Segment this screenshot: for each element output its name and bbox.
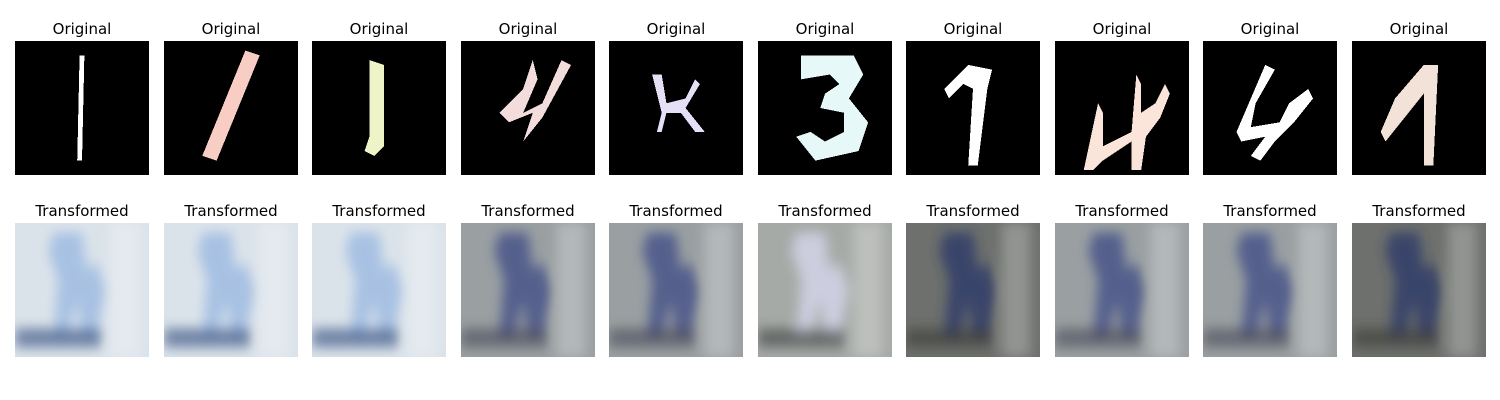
original-image-3 (312, 41, 446, 175)
transformed-image-2 (164, 223, 298, 357)
transformed-title-10: Transformed (1372, 202, 1466, 220)
digit-4-stroke (652, 74, 705, 132)
transformed-title-5: Transformed (629, 202, 723, 220)
transformed-image-4 (461, 223, 595, 357)
transformed-image-8 (1055, 223, 1189, 357)
original-title-1: Original (52, 20, 112, 38)
transformed-image-7 (906, 223, 1040, 357)
original-image-1 (15, 41, 149, 175)
original-title-2: Original (201, 20, 261, 38)
digit-4-stroke (499, 60, 572, 142)
transformed-image-5 (609, 223, 743, 357)
original-title-8: Original (1092, 20, 1152, 38)
digit-1-stroke (1380, 64, 1439, 166)
transformed-title-8: Transformed (1075, 202, 1169, 220)
digit-4-stroke (1083, 74, 1170, 171)
original-image-4 (461, 41, 595, 175)
digit-1-stroke (202, 50, 260, 161)
transformed-image-3 (312, 223, 446, 357)
original-image-9 (1203, 41, 1337, 175)
original-image-8 (1055, 41, 1189, 175)
transformed-image-6 (758, 223, 892, 357)
original-title-7: Original (943, 20, 1003, 38)
digit-7-stroke (944, 64, 993, 166)
transformed-title-9: Transformed (1223, 202, 1317, 220)
original-title-10: Original (1389, 20, 1449, 38)
transformed-image-1 (15, 223, 149, 357)
transformed-title-2: Transformed (184, 202, 278, 220)
original-image-6 (758, 41, 892, 175)
original-title-5: Original (646, 20, 706, 38)
original-title-3: Original (349, 20, 409, 38)
transformed-title-4: Transformed (481, 202, 575, 220)
original-image-10 (1352, 41, 1486, 175)
transformed-title-3: Transformed (332, 202, 426, 220)
transformed-title-6: Transformed (778, 202, 872, 220)
digit-1-stroke (77, 55, 85, 161)
transformed-title-7: Transformed (926, 202, 1020, 220)
digit-3-stroke (796, 55, 869, 161)
original-title-6: Original (795, 20, 855, 38)
transformed-title-1: Transformed (35, 202, 129, 220)
transformed-image-10 (1352, 223, 1486, 357)
original-title-9: Original (1240, 20, 1300, 38)
original-image-2 (164, 41, 298, 175)
digit-1-stroke (364, 60, 384, 156)
original-image-5 (609, 41, 743, 175)
original-image-7 (906, 41, 1040, 175)
original-title-4: Original (498, 20, 558, 38)
digit-4-stroke (1236, 64, 1314, 161)
transformed-image-9 (1203, 223, 1337, 357)
